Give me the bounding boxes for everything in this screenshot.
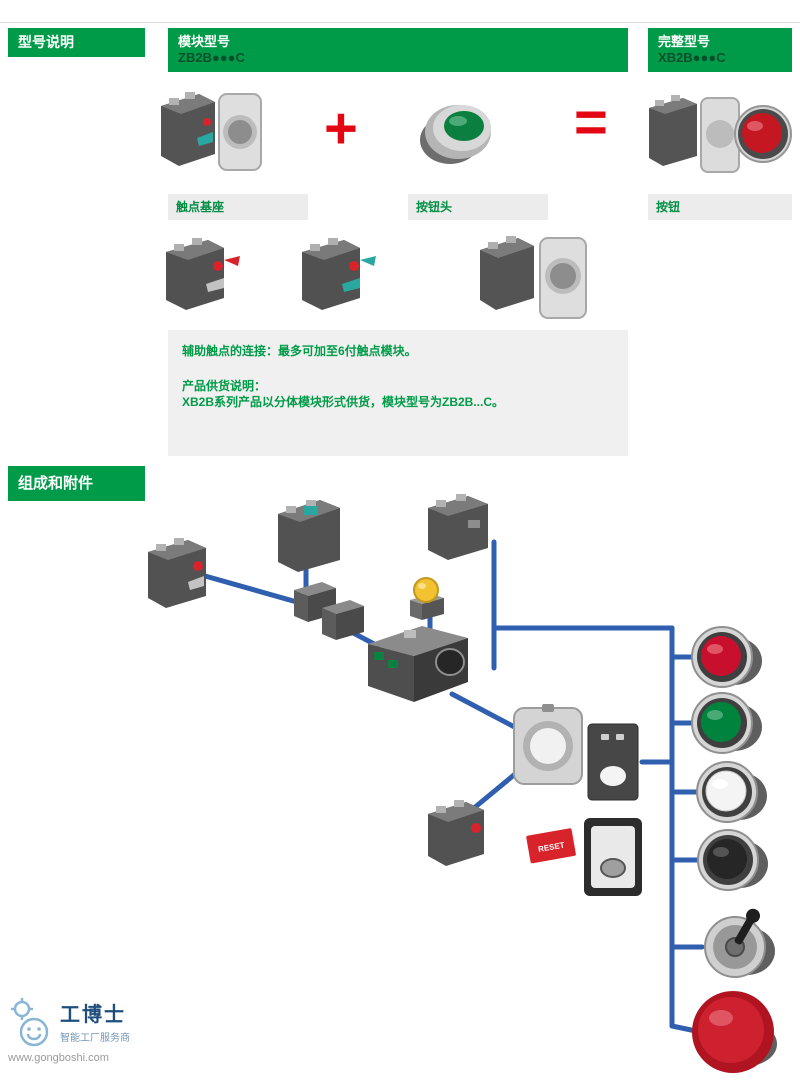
assembly-diagram: RESET (148, 494, 777, 1073)
push-button-red (691, 626, 762, 688)
mounting-collar (513, 704, 583, 785)
push-button-green (691, 692, 762, 754)
watermark-brand: 工博士 (60, 1004, 126, 1026)
contact-module-2-image (166, 238, 240, 310)
section-title-composition: 组成和附件 (18, 475, 94, 492)
complete-model-code: XB2B●●●C (658, 50, 726, 65)
complete-model-title: 完整型号 (658, 34, 711, 49)
contact-block-4 (428, 800, 484, 866)
note-supply-title: 产品供货说明： (182, 379, 267, 393)
equals-operator: = (574, 90, 608, 155)
contact-module-image (161, 92, 262, 171)
section-title-model-explanation: 型号说明 (18, 34, 74, 50)
contact-module-3-image (302, 238, 376, 310)
head-and-collar-image (480, 236, 587, 319)
label-button: 按钮 (648, 194, 792, 220)
lamp-module (410, 577, 444, 620)
push-button-black (697, 829, 768, 891)
push-button-white (696, 761, 767, 823)
operator-body (368, 626, 468, 702)
label-button-head: 按钮头 (408, 194, 548, 220)
module-model-code: ZB2B●●●C (178, 50, 245, 65)
legend-holder-plate (584, 818, 642, 896)
contact-block-3 (428, 494, 488, 560)
notes-box: 辅助触点的连接：最多可加至6付触点模块。 产品供货说明： XB2B系列产品以分体… (168, 330, 628, 456)
section-header-composition: 组成和附件 (8, 466, 145, 501)
top-divider (0, 22, 800, 23)
emergency-stop-button (692, 991, 777, 1073)
header-module-model: 模块型号 ZB2B●●●C (168, 28, 628, 72)
contact-block-1 (148, 538, 206, 608)
button-head-image (420, 105, 491, 164)
note-supply-body: XB2B系列产品以分体模块形式供货，模块型号为ZB2B...C。 (182, 395, 505, 409)
complete-button-image (649, 95, 792, 173)
note-aux-contacts: 辅助触点的连接：最多可加至6付触点模块。 (182, 344, 417, 358)
legend-plate (587, 723, 639, 801)
reset-plate: RESET (526, 828, 576, 864)
label-contact-base: 触点基座 (168, 194, 308, 220)
key-selector-switch (704, 908, 775, 978)
adapter-clips (294, 582, 364, 640)
gongboshi-logo-icon (11, 998, 49, 1047)
watermark-url: www.gongboshi.com (8, 1052, 109, 1064)
plus-operator: + (324, 96, 358, 161)
watermark-tagline: 智能工厂服务商 (60, 1033, 130, 1044)
contact-block-2 (278, 500, 340, 572)
watermark: 工博士 智能工厂服务商 www.gongboshi.com (6, 996, 166, 1064)
module-model-title: 模块型号 (178, 34, 231, 49)
header-complete-model: 完整型号 XB2B●●●C (648, 28, 792, 72)
section-header-model-explanation: 型号说明 (8, 28, 145, 57)
